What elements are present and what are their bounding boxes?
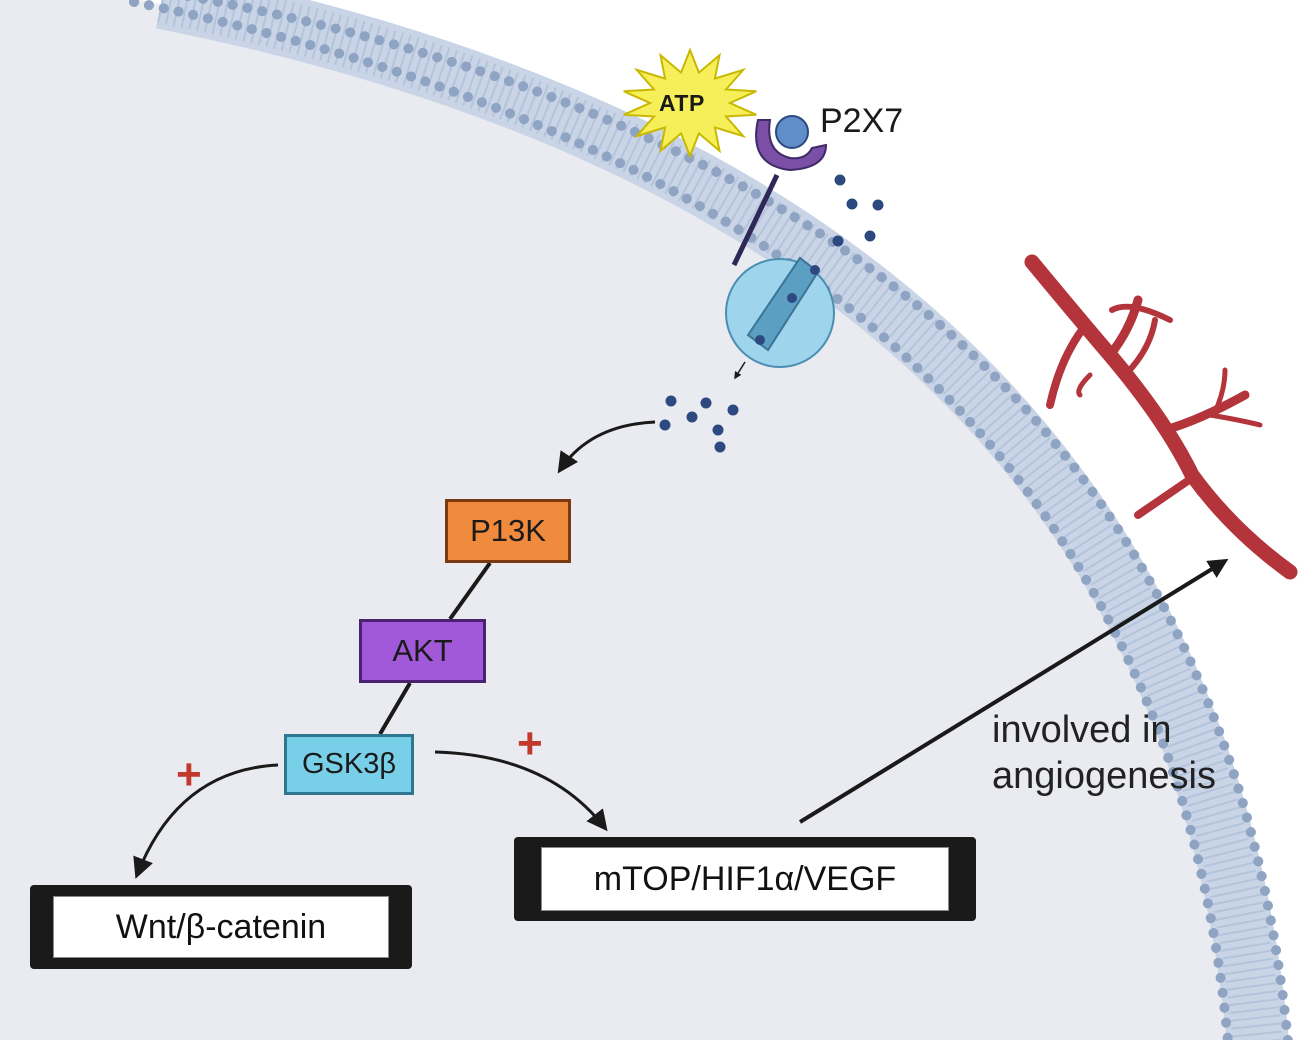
pi3k-node: P13K — [445, 499, 571, 563]
ion-particle — [686, 411, 698, 423]
ion-to-pi3k-arrow — [557, 420, 656, 474]
p2x7-label: P2X7 — [820, 102, 904, 140]
angiogenesis-caption-line1: involved in — [992, 709, 1172, 751]
plus-sign-left: + — [176, 750, 202, 799]
mtop-pathway-box: mTOP/HIF1α/VEGF — [514, 837, 976, 921]
angiogenesis-caption-line2: angiogenesis — [992, 755, 1216, 797]
gsk-to-mtop-arrow — [434, 750, 608, 832]
ion-particle — [700, 397, 712, 409]
p2x7-receptor-icon — [731, 115, 828, 267]
angiogenesis-arrow — [798, 558, 1229, 824]
ion-particles — [659, 174, 884, 453]
wnt-pathway-box: Wnt/β-catenin — [30, 885, 412, 969]
ion-particle — [864, 230, 876, 242]
ion-particle — [727, 404, 739, 416]
atp-burst-icon — [623, 47, 757, 159]
ion-particle — [872, 199, 884, 211]
ion-particle — [712, 424, 724, 436]
ion-particle — [832, 235, 844, 247]
angiogenesis-caption: involved in angiogenesis — [992, 707, 1216, 799]
wnt-pathway-label: Wnt/β-catenin — [53, 896, 389, 958]
atp-label: ATP — [659, 90, 705, 116]
mtop-pathway-label: mTOP/HIF1α/VEGF — [541, 847, 949, 911]
ion-particle — [846, 198, 858, 210]
gsk-to-wnt-arrow — [133, 763, 279, 879]
connectors — [133, 420, 1229, 879]
ion-channel-icon — [725, 256, 835, 380]
ion-particle — [659, 419, 671, 431]
ion-particle — [834, 174, 846, 186]
blood-vessel-icon — [1024, 254, 1298, 580]
ion-particle — [665, 395, 677, 407]
plus-sign-right: + — [517, 719, 543, 768]
cell-membrane — [129, 0, 1293, 1040]
gsk3b-node: GSK3β — [284, 734, 414, 795]
akt-node: AKT — [359, 619, 486, 683]
ion-particle — [714, 441, 726, 453]
